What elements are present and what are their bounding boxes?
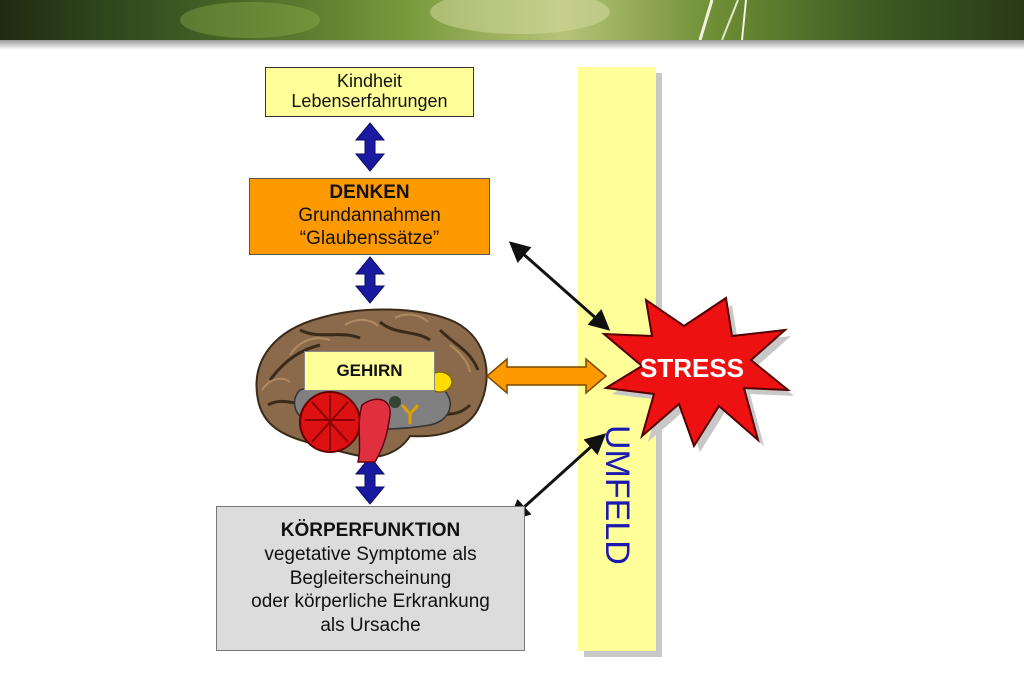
banner-image bbox=[0, 0, 1024, 40]
header-banner bbox=[0, 0, 1024, 40]
double-arrow-gehirn-stress bbox=[485, 357, 608, 395]
kindheit-box: Kindheit Lebenserfahrungen bbox=[265, 67, 474, 117]
koerper-title: KÖRPERFUNKTION bbox=[280, 520, 461, 542]
denken-title: DENKEN bbox=[329, 182, 410, 204]
double-arrow-gehirn-koerper bbox=[354, 456, 386, 505]
gehirn-box: GEHIRN bbox=[304, 351, 435, 391]
double-arrow-kindheit-denken bbox=[354, 122, 386, 172]
koerper-line-4: als Ursache bbox=[320, 615, 421, 637]
kindheit-line-1: Kindheit bbox=[336, 71, 403, 92]
koerperfunktion-box: KÖRPERFUNKTION vegetative Symptome als B… bbox=[216, 506, 525, 651]
arrow-koerper-stress bbox=[508, 433, 607, 521]
denken-box: DENKEN Grundannahmen “Glaubenssätze” bbox=[249, 178, 490, 255]
arrow-denken-stress bbox=[508, 241, 611, 331]
stress-label: STRESS bbox=[639, 353, 745, 383]
kindheit-line-2: Lebenserfahrungen bbox=[291, 91, 448, 111]
koerper-line-3: oder körperliche Erkrankung bbox=[251, 591, 490, 613]
banner-shadow bbox=[0, 40, 1024, 50]
double-arrow-denken-gehirn bbox=[354, 256, 386, 304]
stress-starburst bbox=[601, 296, 791, 449]
gehirn-label: GEHIRN bbox=[336, 360, 403, 380]
denken-line-2: “Glaubenssätze” bbox=[299, 227, 440, 249]
koerper-line-1: vegetative Symptome als bbox=[264, 543, 477, 565]
koerper-line-2: Begleiterscheinung bbox=[289, 567, 452, 589]
denken-line-1: Grundannahmen bbox=[298, 205, 441, 227]
umfeld-label: UMFELD bbox=[598, 425, 636, 565]
brain-illustration bbox=[255, 308, 488, 463]
